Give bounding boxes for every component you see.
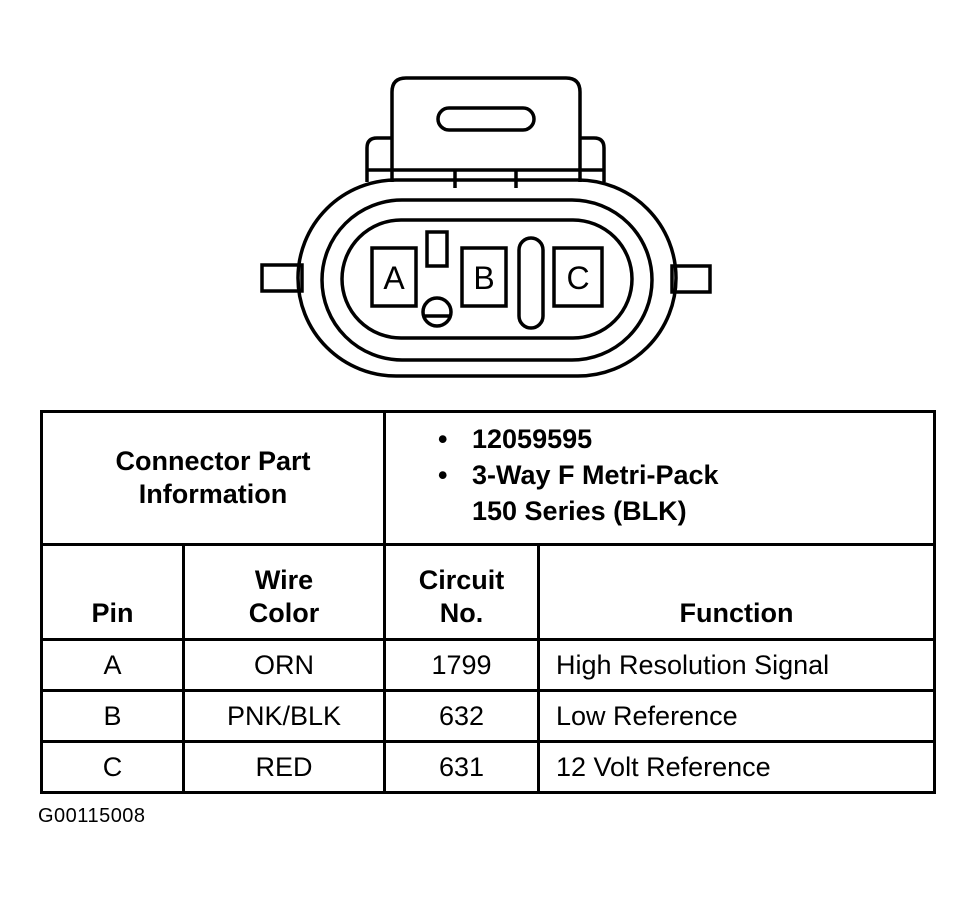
connector-body-inner <box>320 198 654 362</box>
pin-cell: A <box>40 638 185 692</box>
part-number: •12059595 <box>438 424 593 454</box>
col-header-pin: Pin <box>40 543 185 641</box>
figure-id: G00115008 <box>38 805 146 827</box>
cavity-b-label: B <box>473 260 494 296</box>
function-cell: 12 Volt Reference <box>536 740 937 794</box>
circuit-cell: 631 <box>383 740 540 794</box>
polarity-post <box>421 296 453 328</box>
wire-color-cell: ORN <box>182 638 386 692</box>
side-tab-right <box>670 264 712 294</box>
polarity-key <box>425 230 449 268</box>
wire-color-cell: RED <box>182 740 386 794</box>
cavity-c <box>552 246 604 308</box>
col-header-function: Function <box>536 543 937 641</box>
divider-rib <box>517 236 545 330</box>
connector-type: •3-Way F Metri-Pack <box>438 460 719 490</box>
wire-color-cell: PNK/BLK <box>182 689 386 743</box>
function-cell: High Resolution Signal <box>536 638 937 692</box>
circuit-cell: 1799 <box>383 638 540 692</box>
latch-slot <box>436 106 536 132</box>
connector-pinout-table: Connector Part Information •12059595 •3-… <box>40 410 937 794</box>
connector-body-outer <box>296 178 678 378</box>
function-cell: Low Reference <box>536 689 937 743</box>
cavity-a <box>370 246 418 308</box>
pin-cell: C <box>40 740 185 794</box>
part-info-values: •12059595 •3-Way F Metri-Pack 150 Series… <box>382 410 937 546</box>
table-row: A ORN 1799 High Resolution Signal <box>40 638 937 692</box>
connector-face-diagram: A B C <box>260 76 712 378</box>
part-info-label: Connector Part Information <box>40 410 386 546</box>
cavity-b <box>460 246 508 308</box>
table-row: C RED 631 12 Volt Reference <box>40 740 937 794</box>
cavity-a-label: A <box>383 260 405 296</box>
latch-shoulder-right <box>580 136 606 182</box>
pin-cell: B <box>40 689 185 743</box>
table-row: B PNK/BLK 632 Low Reference <box>40 689 937 743</box>
connector-series: 150 Series (BLK) <box>472 496 687 526</box>
latch-top <box>390 76 582 182</box>
latch-shoulder-left <box>365 136 392 182</box>
cavity-ring <box>340 218 634 340</box>
cavity-c-label: C <box>566 260 589 296</box>
circuit-cell: 632 <box>383 689 540 743</box>
side-tab-left <box>260 263 304 293</box>
